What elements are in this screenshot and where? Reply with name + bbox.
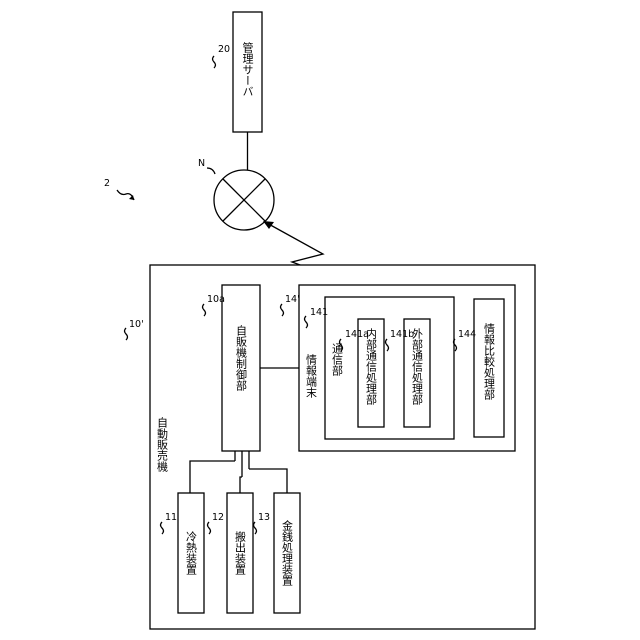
management-server-ref: 20 (218, 44, 230, 55)
network-label: N (198, 158, 205, 169)
info-terminal-ref: 14' (285, 294, 300, 305)
management-server-ref-tick (213, 56, 216, 68)
system-ref-label: 2 (104, 178, 110, 189)
vending-machine-ref-tick (125, 328, 128, 340)
info-terminal-label: 情報端末 (305, 354, 318, 399)
device-label: 金銭処理装置 (281, 519, 294, 586)
device-ref: 13 (258, 512, 270, 523)
controller-label: 自販機制御部 (235, 325, 248, 391)
info-compare-label: 情報比較処理部 (483, 323, 496, 400)
controller-ref: 10a (207, 294, 225, 305)
wireless-arrowhead-network (263, 221, 274, 229)
vending-machine-label: 自動販売機 (156, 417, 169, 473)
device-ref: 12 (212, 512, 224, 523)
comm-unit-box (325, 297, 454, 439)
external-comm-ref: 141b (390, 329, 414, 340)
internal-comm-ref: 141a (345, 329, 369, 340)
info-compare-ref: 144 (458, 329, 476, 340)
comm-unit-ref: 141 (310, 307, 328, 318)
vending-machine-ref: 10' (129, 319, 144, 330)
device-ref: 11 (165, 512, 177, 523)
network-ref-tick (207, 168, 215, 174)
device-label: 搬出装置 (234, 530, 247, 575)
device-label: 冷熱装置 (185, 531, 198, 575)
management-server-label: 管理サーバ (241, 41, 254, 97)
comm-unit-label: 通信部 (331, 343, 344, 376)
